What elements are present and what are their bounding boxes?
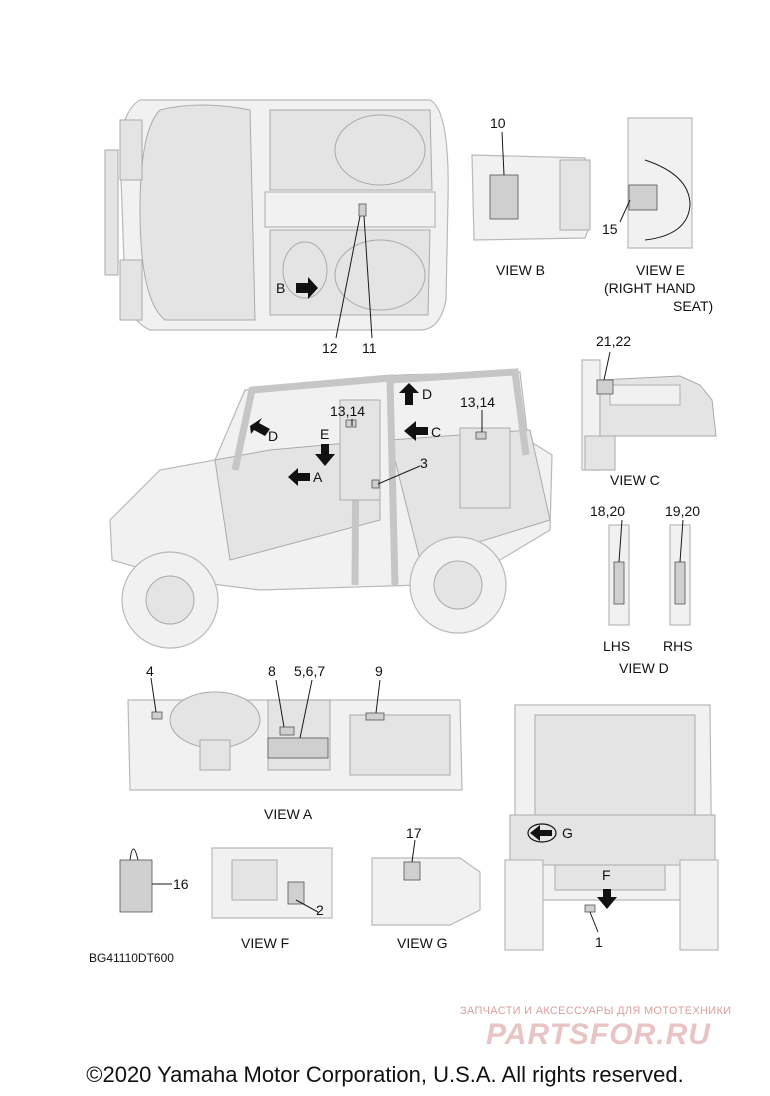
callout-9: 9 — [375, 663, 383, 679]
arrow-d-left: D — [250, 418, 278, 444]
callout-15: 15 — [602, 221, 618, 237]
view-a-title: VIEW A — [264, 806, 313, 822]
diagram-code: BG41110DT600 — [89, 951, 174, 965]
callout-11: 11 — [362, 340, 377, 356]
view-c-detail: 21,22 VIEW C — [581, 333, 717, 488]
arrow-c: C — [404, 421, 441, 441]
callout-17: 17 — [406, 825, 422, 841]
callout-4: 4 — [146, 663, 154, 679]
view-f-title: VIEW F — [241, 935, 289, 951]
view-d-title: VIEW D — [619, 660, 669, 676]
view-e-subtitle-2: SEAT) — [673, 298, 713, 314]
view-d-detail: 18,20 19,20 LHS RHS VIEW D — [590, 503, 700, 676]
callout-19-20: 19,20 — [665, 503, 700, 519]
view-c-title: VIEW C — [610, 472, 660, 488]
arrow-b-label: B — [276, 280, 285, 296]
callout-2: 2 — [316, 902, 324, 918]
arrow-b: B — [276, 277, 318, 299]
arrow-f-label: F — [602, 867, 611, 883]
callout-3: 3 — [420, 455, 428, 471]
watermark-tagline: ЗАПЧАСТИ И АКСЕССУАРЫ ДЛЯ МОТОТЕХНИКИ — [460, 1005, 732, 1017]
arrow-a-label: A — [313, 469, 323, 485]
arrow-d-left-label: D — [268, 428, 278, 444]
arrow-c-label: C — [431, 424, 441, 440]
arrow-e-label: E — [320, 426, 329, 442]
arrow-f: F — [597, 867, 617, 909]
callout-10: 10 — [490, 115, 506, 131]
callout-21-22: 21,22 — [596, 333, 631, 349]
view-a-detail: 4 8 5,6,7 9 VIEW A — [127, 663, 463, 822]
view-b-detail: 10 VIEW B — [471, 115, 591, 278]
arrow-a: A — [288, 468, 323, 486]
callout-8: 8 — [268, 663, 276, 679]
callout-13-14-front: 13,14 — [330, 403, 365, 419]
callout-1: 1 — [595, 934, 603, 950]
arrow-d-top-label: D — [422, 386, 432, 402]
arrow-g-label: G — [562, 825, 573, 841]
arrow-e: E — [315, 426, 335, 466]
watermark-brand: PARTSFOR.RU — [486, 1018, 711, 1051]
hang-tag: 16 — [119, 848, 189, 913]
view-g-title: VIEW G — [397, 935, 448, 951]
arrow-g: G — [527, 823, 573, 843]
vehicle-rear-view — [504, 704, 719, 951]
callout-5-6-7: 5,6,7 — [294, 663, 325, 679]
view-f-detail: 2 VIEW F — [211, 847, 333, 951]
arrow-d-top: D — [399, 383, 432, 405]
view-g-detail: 17 VIEW G — [371, 825, 481, 951]
vehicle-side-view — [109, 368, 553, 649]
view-e-title: VIEW E — [636, 262, 685, 278]
lhs-label: LHS — [603, 638, 630, 654]
vehicle-top-view — [104, 99, 449, 331]
view-b-title: VIEW B — [496, 262, 545, 278]
view-e-detail: 15 VIEW E (RIGHT HAND SEAT) — [602, 117, 713, 314]
callout-18-20: 18,20 — [590, 503, 625, 519]
copyright-notice: ©2020 Yamaha Motor Corporation, U.S.A. A… — [86, 1062, 684, 1087]
callout-12: 12 — [322, 340, 338, 356]
callout-16: 16 — [173, 876, 189, 892]
callout-13-14-rear: 13,14 — [460, 394, 495, 410]
rhs-label: RHS — [663, 638, 693, 654]
view-e-subtitle-1: (RIGHT HAND — [604, 280, 696, 296]
